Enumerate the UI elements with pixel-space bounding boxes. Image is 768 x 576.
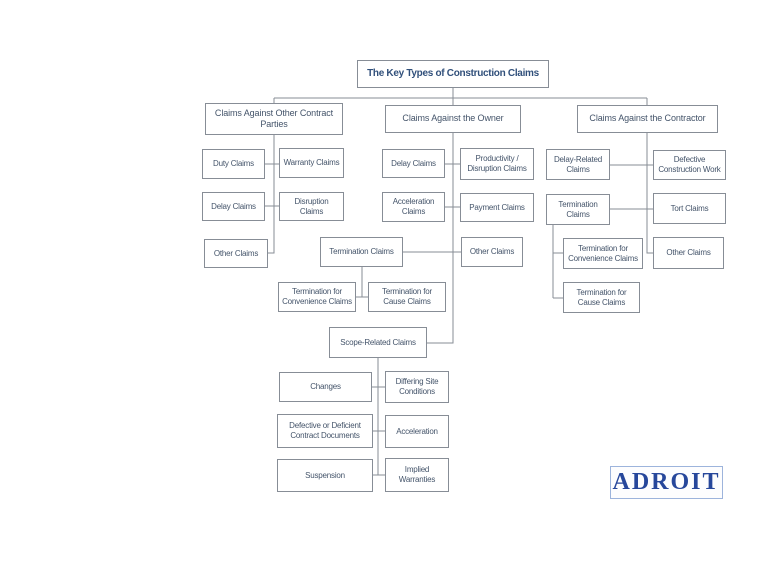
node-tort-claims: Tort Claims — [653, 193, 726, 224]
node-duty-claims: Duty Claims — [202, 149, 265, 179]
node-delay-claims-owner: Delay Claims — [382, 149, 445, 178]
node-termination-for-cause-claims-contractor: Termination for Cause Claims — [563, 282, 640, 313]
node-implied-warranties: Implied Warranties — [385, 458, 449, 492]
node-termination-claims-owner: Termination Claims — [320, 237, 403, 267]
node-productivity-disruption-claims: Productivity / Disruption Claims — [460, 148, 534, 180]
node-termination-for-cause-claims-owner: Termination for Cause Claims — [368, 282, 446, 312]
branch-header-owner: Claims Against the Owner — [385, 105, 521, 133]
node-acceleration: Acceleration — [385, 415, 449, 448]
node-defective-or-deficient-contract-documents: Defective or Deficient Contract Document… — [277, 414, 373, 448]
node-termination-claims-contractor: Termination Claims — [546, 194, 610, 225]
node-defective-construction-work: Defective Construction Work — [653, 150, 726, 180]
node-delay-related-claims: Delay-Related Claims — [546, 149, 610, 180]
node-differing-site-conditions: Differing Site Conditions — [385, 371, 449, 403]
node-acceleration-claims: Acceleration Claims — [382, 192, 445, 222]
node-payment-claims: Payment Claims — [460, 193, 534, 222]
node-other-claims-contractor: Other Claims — [653, 237, 724, 269]
adroit-logo: ADROIT — [610, 466, 723, 499]
node-suspension: Suspension — [277, 459, 373, 492]
node-changes: Changes — [279, 372, 372, 402]
node-termination-for-convenience-claims-contractor: Termination for Convenience Claims — [563, 238, 643, 269]
branch-header-other-contract-parties: Claims Against Other Contract Parties — [205, 103, 343, 135]
node-disruption-claims: Disruption Claims — [279, 192, 344, 221]
branch-header-contractor: Claims Against the Contractor — [577, 105, 718, 133]
node-delay-claims-parties: Delay Claims — [202, 192, 265, 221]
node-other-claims-parties: Other Claims — [204, 239, 268, 268]
node-termination-for-convenience-claims-owner: Termination for Convenience Claims — [278, 282, 356, 312]
node-other-claims-owner: Other Claims — [461, 237, 523, 267]
diagram-title: The Key Types of Construction Claims — [357, 60, 549, 88]
node-warranty-claims: Warranty Claims — [279, 148, 344, 178]
node-scope-related-claims: Scope-Related Claims — [329, 327, 427, 358]
